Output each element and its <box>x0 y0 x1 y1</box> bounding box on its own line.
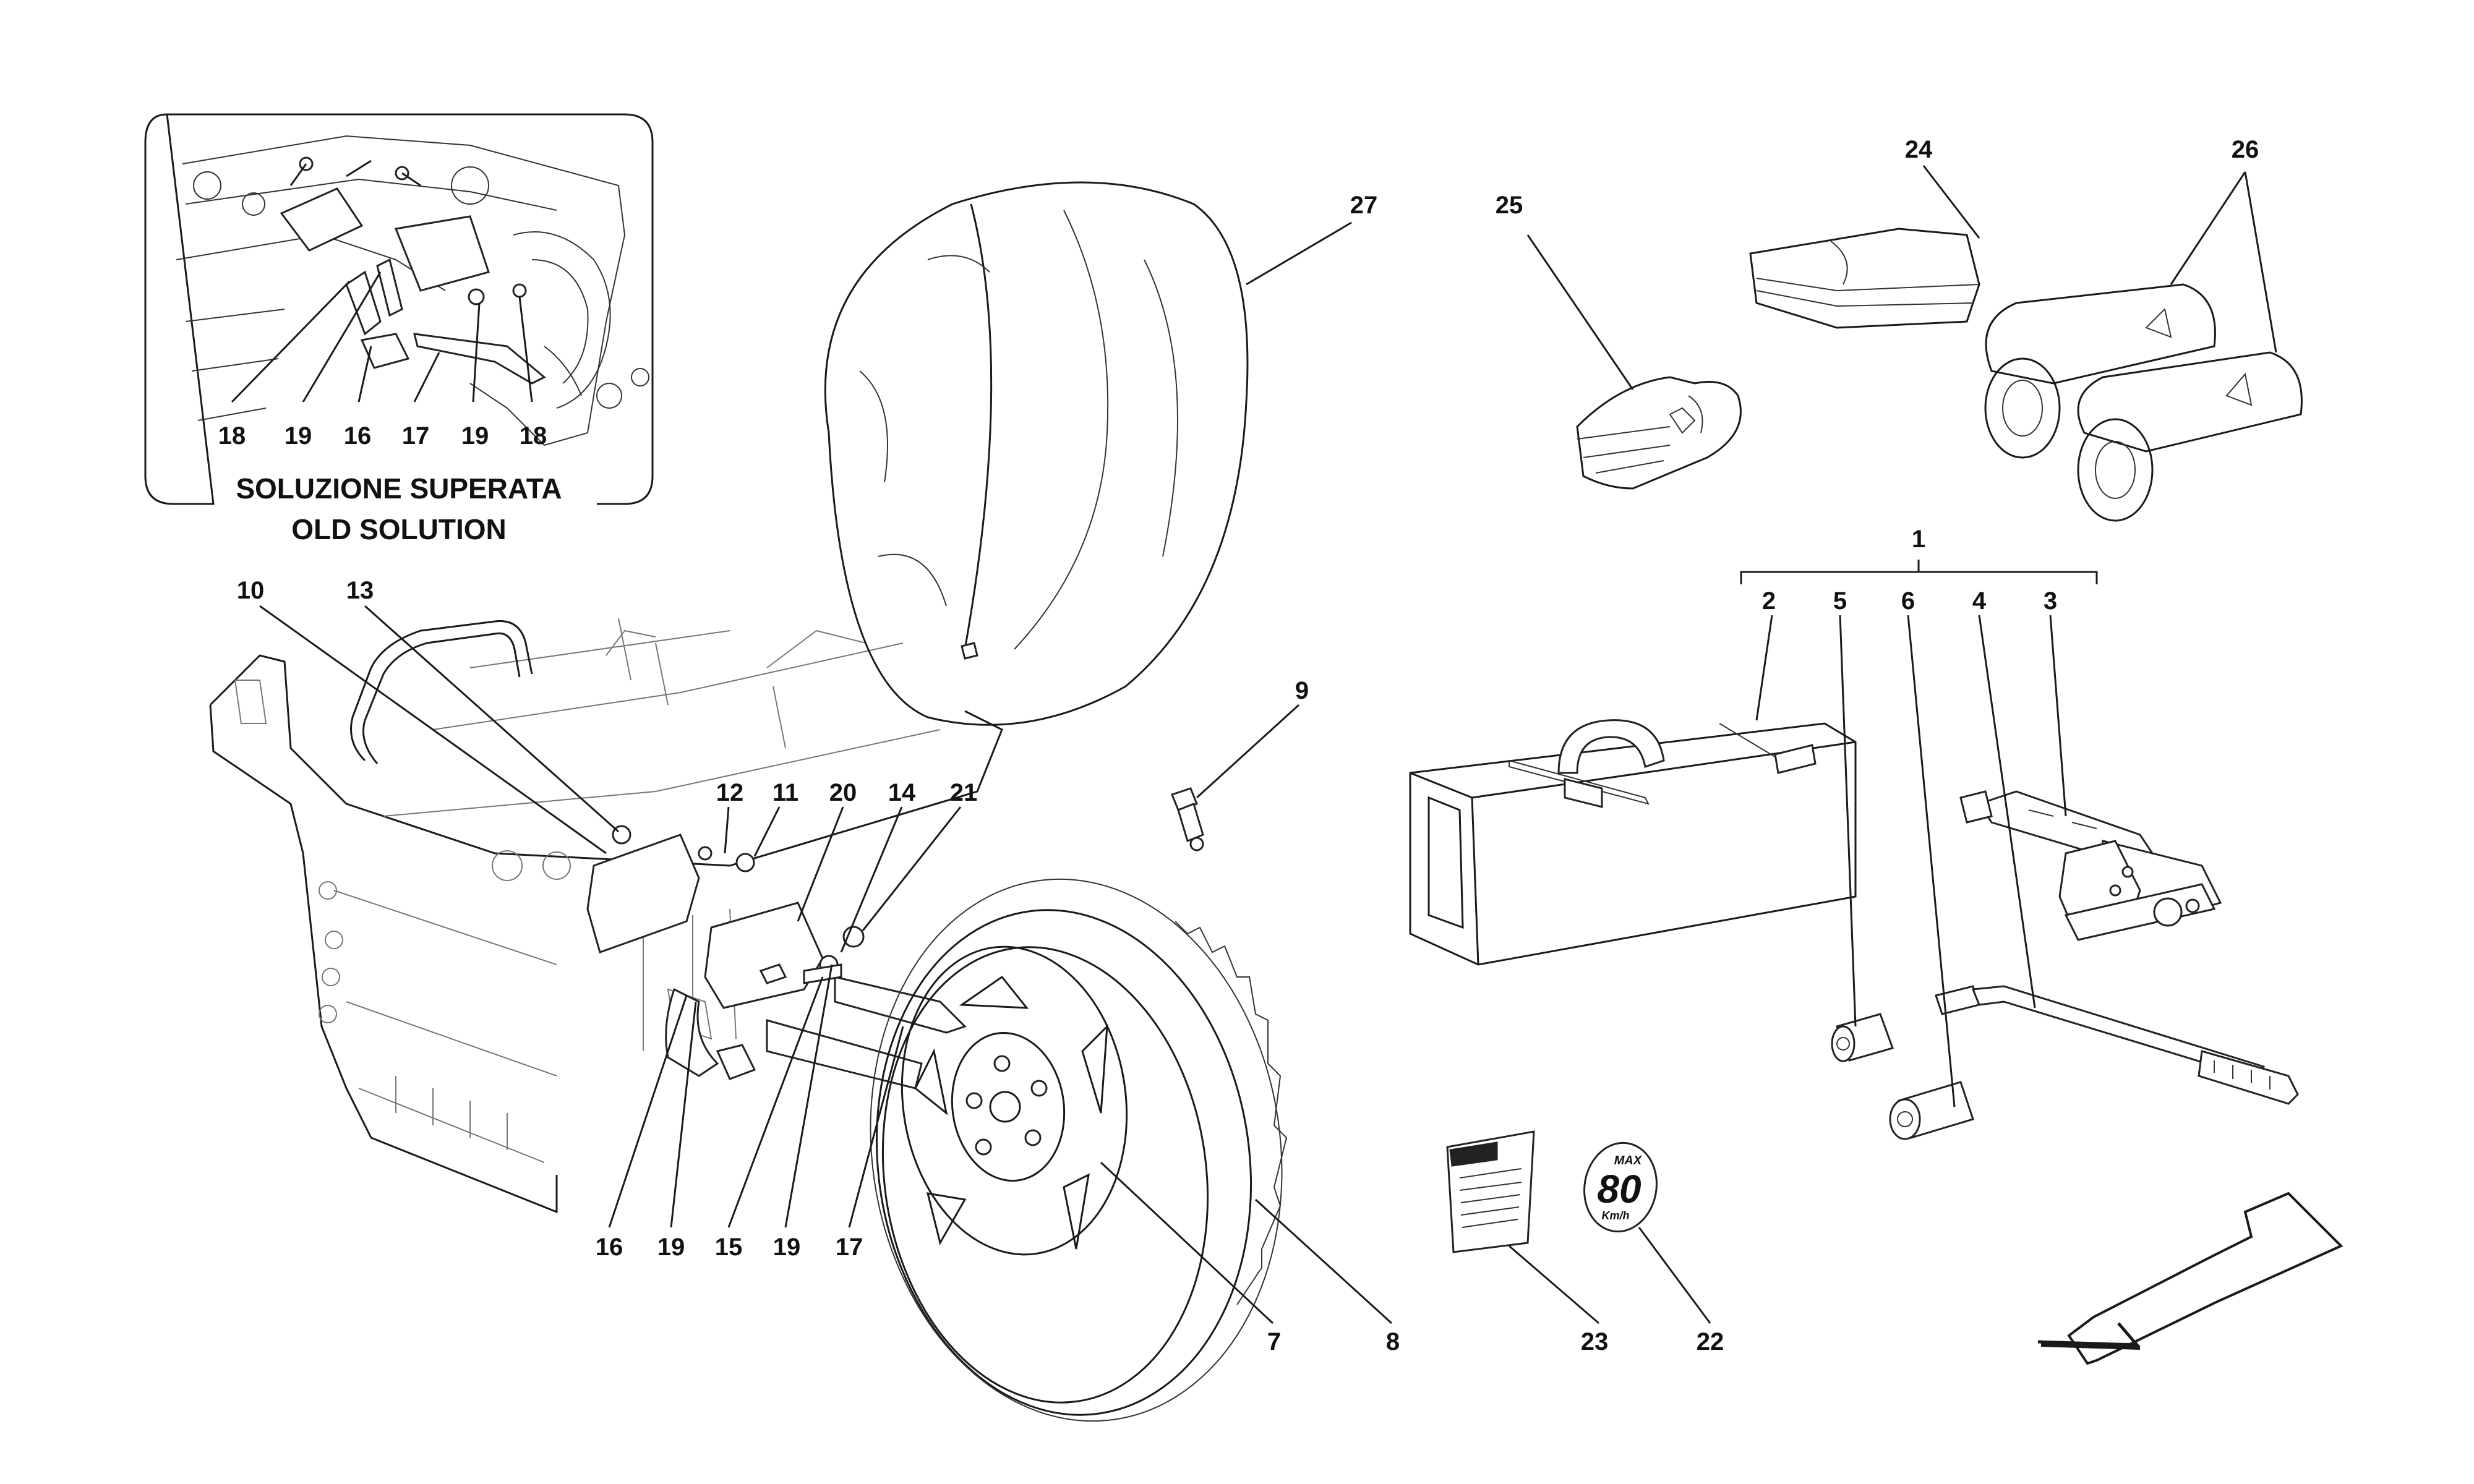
inset-callout-18-left: 18 <box>218 422 246 450</box>
callout-13: 13 <box>346 577 374 604</box>
inset-chassis-drawing <box>176 135 649 446</box>
wrench-socket-small <box>1831 1013 1894 1062</box>
callout-4: 4 <box>1972 587 1987 615</box>
callout-24: 24 <box>1905 136 1933 163</box>
mounting-bracket <box>586 834 700 953</box>
towel <box>1749 228 1980 329</box>
main-bracket-assembly <box>586 825 967 1090</box>
work-glove <box>1576 376 1742 490</box>
callout-22: 22 <box>1697 1328 1724 1355</box>
callout-25: 25 <box>1496 192 1523 219</box>
wheel-wrench <box>1935 985 2299 1105</box>
tool-bag <box>1409 719 1857 966</box>
strap-retainer-box <box>704 902 824 1009</box>
callout-21: 21 <box>950 779 978 806</box>
leader-lines <box>259 165 2277 1324</box>
spare-wheel <box>870 878 1288 1422</box>
callout-12: 12 <box>716 779 744 806</box>
max-speed-badge: MAX 80 Km/h <box>1583 1141 1658 1233</box>
inset-frame <box>144 113 654 505</box>
callout-26: 26 <box>2232 136 2259 163</box>
callout-3: 3 <box>2044 587 2057 615</box>
info-decal <box>1446 1130 1535 1253</box>
direction-arrow <box>2037 1192 2343 1365</box>
callout-11: 11 <box>773 779 798 806</box>
callout-7: 7 <box>1267 1328 1281 1355</box>
callout-15: 15 <box>715 1234 743 1261</box>
callout-19-right: 19 <box>773 1234 801 1261</box>
callout-17: 17 <box>836 1234 863 1261</box>
callout-5: 5 <box>1833 587 1847 615</box>
inset-callout-19-left: 19 <box>285 422 312 450</box>
callout-8: 8 <box>1386 1328 1400 1355</box>
inset-bracket-assembly <box>280 156 546 385</box>
retaining-strap <box>834 976 967 1034</box>
wheel-cover-bag <box>824 181 1249 726</box>
callout-9: 9 <box>1295 677 1309 704</box>
callout-10: 10 <box>237 577 265 604</box>
inset-leader-lines <box>231 271 533 403</box>
inset-callout-19-right: 19 <box>461 422 489 450</box>
callout-2: 2 <box>1762 587 1776 615</box>
callout-16: 16 <box>596 1234 623 1261</box>
callout-6: 6 <box>1901 587 1915 615</box>
scissor-jack <box>1959 790 2222 941</box>
inset-caption-english: OLD SOLUTION <box>291 513 507 545</box>
callout-27: 27 <box>1350 192 1378 219</box>
tyre-valve <box>1171 787 1204 851</box>
inset-callout-17: 17 <box>402 422 430 450</box>
callout-1: 1 <box>1912 526 1925 553</box>
tool-kit-group-bracket <box>1740 560 2098 584</box>
callout-14: 14 <box>888 779 916 806</box>
callout-19-left: 19 <box>657 1234 685 1261</box>
wrench-socket-large <box>1889 1081 1974 1140</box>
callout-23: 23 <box>1581 1328 1609 1355</box>
old-solution-inset: 18 19 16 17 19 18 SOLUZIONE SUPERATA OLD… <box>144 113 654 545</box>
rear-chassis-drawing <box>209 618 1003 1214</box>
badge-unit-text: Km/h <box>1602 1209 1630 1222</box>
inset-caption-italian: SOLUZIONE SUPERATA <box>236 472 562 505</box>
callout-20: 20 <box>829 779 857 806</box>
inset-callout-16: 16 <box>344 422 372 450</box>
wheel-bolt-covers <box>1984 283 2303 522</box>
badge-speed-text: 80 <box>1597 1167 1641 1211</box>
badge-max-text: MAX <box>1614 1154 1643 1167</box>
inset-callout-18-right: 18 <box>520 422 547 450</box>
callout-numbers: 1 2 3 4 5 6 7 8 9 10 11 12 13 14 15 16 1… <box>237 136 2259 1355</box>
